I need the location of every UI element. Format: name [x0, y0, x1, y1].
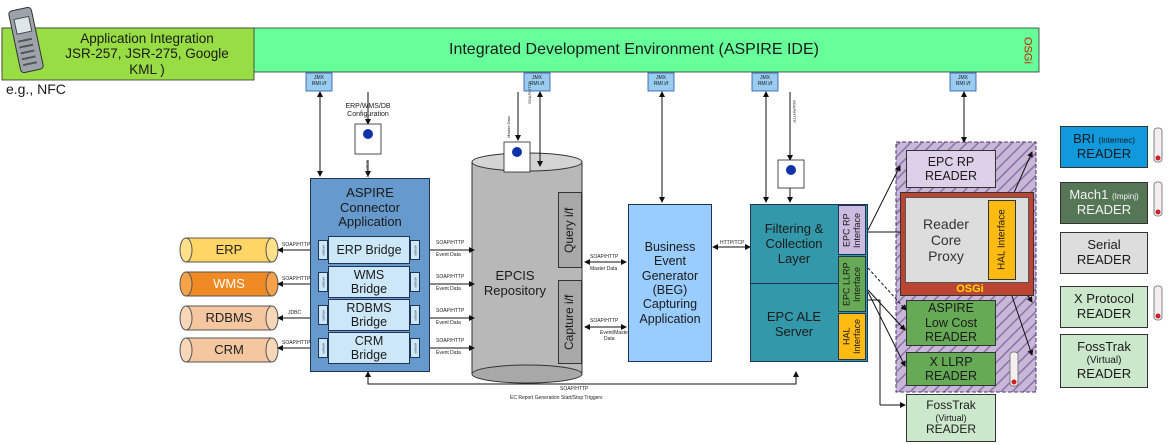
http-tcp-label: HTTP/TCP [720, 240, 745, 246]
event-data-label: Event Data [436, 350, 461, 356]
fosstrak-reader-mid: FossTrak(Virtual)READER [906, 394, 996, 442]
event-data-label: Event Data [436, 286, 461, 292]
master-data-label-vertical: Master Data [506, 116, 511, 138]
fosstrak-reader-right: FossTrak(Virtual)READER [1060, 334, 1148, 388]
capture-interface: Capture i/f [558, 280, 582, 364]
link-label-erp: SOAP/HTTP [282, 242, 311, 248]
soap-label: SOAP/HTTP [436, 338, 465, 344]
soap-label: SOAP/HTTP [436, 274, 465, 280]
rdbms-system: RDBMS [205, 309, 253, 325]
bridge-side-tab-right: API/SPI [410, 272, 420, 292]
event-data-label: Event Data [436, 252, 461, 258]
jmx-connectors [305, 72, 977, 92]
query-interface: Query i/f [558, 192, 582, 268]
proxy-hal-interface: HAL Interface [988, 200, 1016, 280]
event-master-label-1: Event/Master [600, 330, 630, 336]
soap-label: SOAP/HTTP [436, 308, 465, 314]
app-integration-line2: JSR-257, JSR-275, Google [65, 46, 229, 62]
thermometer-icons [1009, 127, 1163, 387]
soap-label-filter: SOAP/HTTP [792, 100, 797, 123]
app-integration-box [1, 27, 255, 81]
bridge-side-tab-left: API/SPI [318, 272, 328, 292]
soap-label: SOAP/HTTP [436, 240, 465, 246]
bridge-side-tab-left: API/SPI [318, 338, 328, 358]
soap-label-capture: SOAP/HTTP [590, 318, 619, 324]
soap-label-query: SOAP/HTTP [590, 254, 619, 260]
wms-system: WMS [213, 275, 245, 291]
thermometer-mercury [1011, 155, 1161, 385]
link-label-crm: SOAP/HTTP [282, 340, 311, 346]
bridge-side-tab-left: API/SPI [318, 240, 328, 260]
master-data-label: Master Data [590, 266, 618, 272]
bridge-side-tab-right: API/SPI [410, 240, 420, 260]
event-data-label: Event Data [436, 320, 461, 326]
bridge-side-tab-right: API/SPI [410, 338, 420, 358]
ide-osgi-label: OSGi [1021, 36, 1034, 64]
bridge-side-tab-right: API/SPI [410, 305, 420, 325]
epc-rp-interface: EPC RP Interface [838, 205, 866, 255]
connector-title-3: Application [338, 214, 402, 230]
event-master-label-2: Data [604, 336, 615, 342]
nfc-label: e.g., NFC [6, 80, 66, 97]
crm-system: CRM [214, 341, 244, 357]
connector-title-1: ASPIRE [346, 184, 394, 200]
enterprise-cylinders [179, 237, 279, 363]
app-integration-text: Application Integration JSR-257, JSR-275… [40, 28, 254, 80]
bridge-side-tab-left: API/SPI [318, 305, 328, 325]
ec-report-soap: SOAP/HTTP [560, 386, 589, 392]
link-label-wms: SOAP/HTTP [282, 276, 311, 282]
erp-bridge: ERP Bridge [328, 236, 410, 264]
document-glyphs [363, 129, 796, 175]
hal-interface: HAL Interface [838, 313, 866, 360]
ec-report-label: EC Report Generation Start/Stop Triggers [510, 395, 603, 401]
document-icons [354, 123, 805, 189]
soap-label-master: SOAP/HTTP [527, 81, 532, 104]
app-integration-line1: Application Integration [80, 30, 214, 46]
epc-llrp-interface: EPC LLRP Interface [838, 256, 866, 312]
ide-title: Integrated Development Environment (ASPI… [449, 40, 819, 58]
bri-reader: BRI (Intermec)READER [1060, 126, 1148, 168]
link-label-rdbms: JDBC [288, 310, 302, 316]
app-integration-line3: KML ) [129, 61, 165, 77]
proxy-osgi-label: OSGi [956, 282, 984, 295]
erp-system: ERP [215, 241, 243, 257]
connector-title-2: Connector [340, 199, 400, 215]
mach1-reader: Mach1 (Impinj)READER [1060, 182, 1148, 224]
